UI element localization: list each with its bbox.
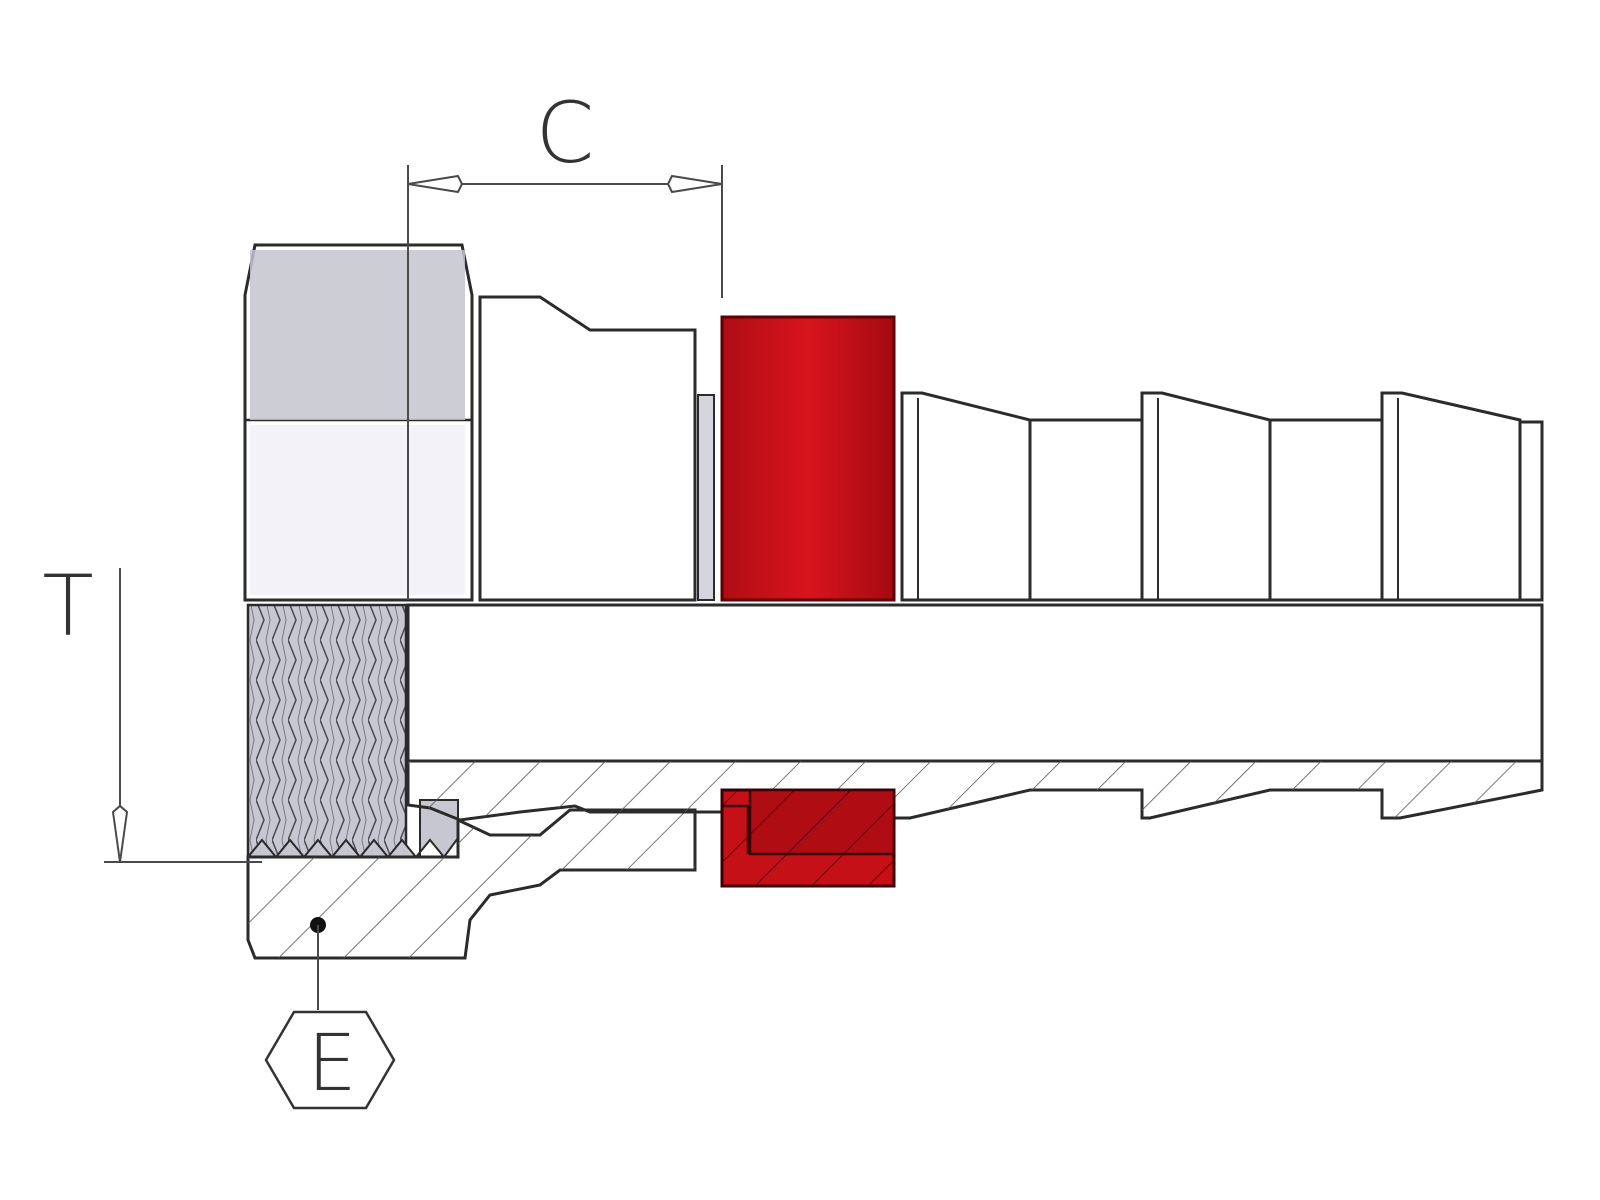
barb-2 — [1140, 391, 1272, 602]
red-ring-upper — [720, 315, 896, 602]
barb-gap-2 — [1268, 418, 1384, 602]
dimension-t-label: T — [42, 557, 93, 655]
bore-tube — [406, 603, 1544, 763]
hex-callout-marker — [264, 1010, 396, 1110]
callout-e-label: E — [307, 1019, 356, 1109]
dimension-c: C — [407, 84, 723, 600]
callout-e: E — [264, 917, 396, 1110]
exterior-view — [243, 243, 1544, 602]
dimension-c-label: C — [536, 84, 595, 182]
barb-tip — [1518, 420, 1544, 602]
barb-1 — [900, 391, 1032, 602]
section-view — [246, 603, 1544, 960]
neck-collar — [478, 295, 697, 602]
barb-gap-1 — [1028, 418, 1144, 602]
barb-3 — [1380, 391, 1522, 602]
hex-nut-upper — [243, 243, 474, 602]
dimension-t: T — [42, 557, 262, 863]
internal-thread — [246, 603, 408, 859]
